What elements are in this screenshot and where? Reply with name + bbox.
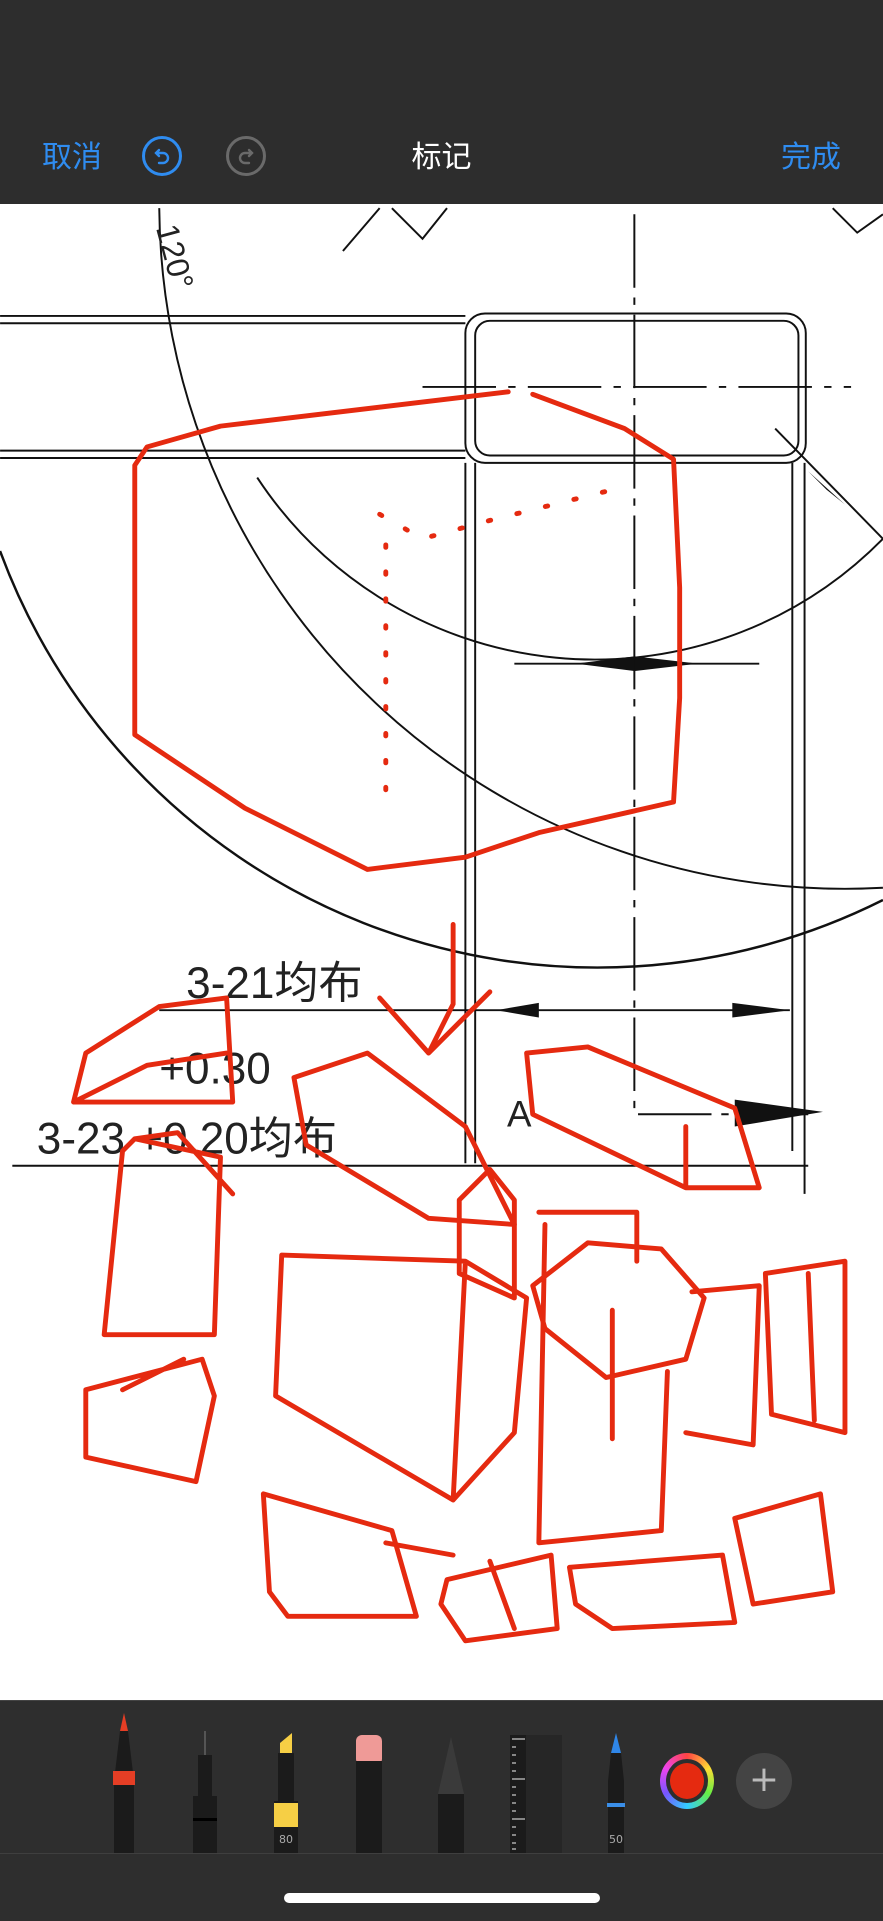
redo-button[interactable] — [226, 136, 266, 176]
page-title: 标记 — [411, 140, 472, 175]
drawing-canvas[interactable]: 120° 3-21均布 +0.30 3-23 +0.20均布 A — [0, 204, 883, 1700]
ruler-icon — [510, 1735, 562, 1853]
drawing-toolbar: 80 50 — [0, 1700, 883, 1921]
fineliner-icon — [193, 1731, 217, 1853]
eraser-tool[interactable] — [354, 1701, 384, 1857]
undo-icon — [154, 148, 170, 165]
home-indicator[interactable] — [284, 1893, 600, 1903]
pencil-tool[interactable] — [436, 1701, 466, 1857]
pencil-icon — [438, 1737, 464, 1853]
marker-icon — [607, 1733, 625, 1853]
highlighter-tool[interactable]: 80 — [270, 1701, 302, 1857]
ruler-tool[interactable] — [510, 1701, 562, 1857]
done-button[interactable]: 完成 — [781, 140, 841, 175]
pen-icon — [113, 1713, 135, 1853]
selected-color-swatch — [670, 1763, 704, 1799]
red-ink-sketch — [71, 389, 848, 1644]
note-hole-spacing-2: 3-23 +0.20均布 — [37, 1114, 337, 1163]
cancel-button[interactable]: 取消 — [42, 140, 102, 175]
marker-tool[interactable]: 50 — [600, 1701, 632, 1857]
marker-opacity: 50 — [609, 1833, 623, 1846]
technical-drawing: 120° 3-21均布 +0.30 3-23 +0.20均布 A — [0, 207, 883, 1644]
add-button[interactable]: + — [736, 1753, 792, 1809]
redo-icon — [238, 148, 254, 165]
datum-label: A — [507, 1094, 532, 1135]
toolbar-divider — [0, 1853, 883, 1854]
tolerance-label: +0.30 — [159, 1045, 271, 1094]
markup-top-bar: 取消 标记 完成 — [0, 0, 883, 204]
highlighter-opacity: 80 — [279, 1833, 293, 1846]
eraser-icon — [356, 1735, 382, 1853]
color-picker-button[interactable] — [660, 1753, 714, 1809]
pen-tool[interactable] — [108, 1701, 140, 1857]
fineliner-tool[interactable] — [190, 1701, 220, 1857]
undo-button[interactable] — [142, 136, 182, 176]
angle-label: 120° — [149, 220, 201, 293]
highlighter-icon — [274, 1733, 298, 1853]
